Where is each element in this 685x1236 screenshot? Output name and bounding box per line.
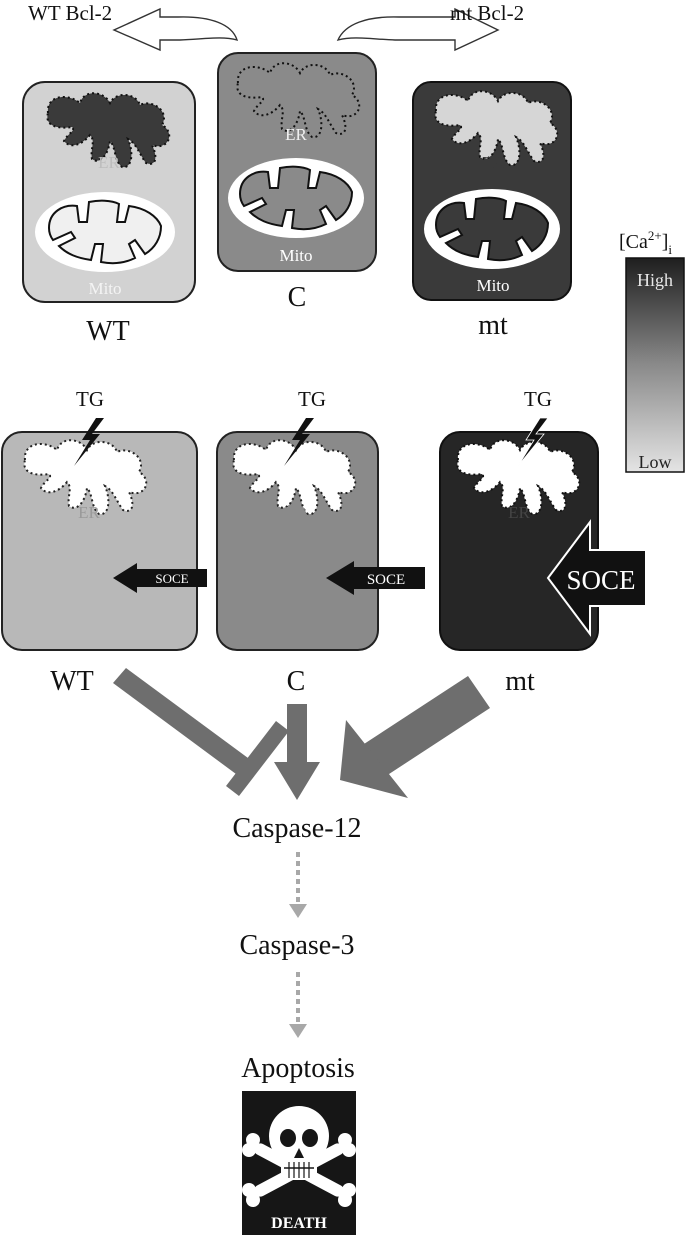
soce-arrow-medium bbox=[326, 561, 425, 595]
top-cell-c: ER Mito bbox=[217, 52, 377, 272]
er-label: ER bbox=[78, 503, 100, 522]
middle-cell-wt: ER SOCE bbox=[1, 418, 207, 651]
dotted-arrow-1 bbox=[289, 852, 307, 918]
caption-middle-c: C bbox=[287, 666, 306, 697]
tg-lightning-icon bbox=[517, 417, 549, 467]
scale-low-label: Low bbox=[639, 452, 672, 472]
middle-cell-mt: ER SOCE bbox=[439, 417, 647, 651]
skull-crossbones-icon: DEATH bbox=[242, 1091, 356, 1235]
caption-top-c: C bbox=[288, 282, 307, 313]
death-label: DEATH bbox=[271, 1215, 327, 1232]
er-label: ER bbox=[285, 125, 307, 144]
er-label: ER bbox=[285, 503, 307, 522]
caspase-12-label: Caspase-12 bbox=[232, 813, 361, 844]
mito-label: Mito bbox=[88, 279, 121, 298]
soce-label: SOCE bbox=[367, 572, 405, 588]
caption-top-wt: WT bbox=[86, 316, 130, 347]
tg-label: TG bbox=[298, 387, 326, 411]
scale-high-label: High bbox=[637, 270, 673, 290]
caption-top-mt: mt bbox=[478, 310, 508, 341]
soce-label: SOCE bbox=[155, 571, 188, 586]
apoptosis-label: Apoptosis bbox=[241, 1053, 355, 1084]
scale-title: [Ca2+]i bbox=[619, 228, 672, 257]
er-label: ER bbox=[508, 503, 530, 522]
top-cell-wt: ER Mito bbox=[22, 81, 196, 303]
mt-bcl2-label: mt Bcl-2 bbox=[450, 1, 524, 25]
tg-lightning-icon bbox=[284, 418, 314, 466]
calcium-scale: [Ca2+]i High Low bbox=[619, 228, 685, 473]
soce-arrow-large bbox=[546, 519, 647, 637]
tg-label: TG bbox=[524, 387, 552, 411]
dotted-arrow-2 bbox=[289, 972, 307, 1038]
wt-bcl2-label: WT Bcl-2 bbox=[28, 1, 112, 25]
soce-label: SOCE bbox=[566, 565, 635, 595]
top-cell-mt: ER Mito bbox=[412, 81, 572, 301]
tg-label: TG bbox=[76, 387, 104, 411]
scale-gradient-bar bbox=[625, 257, 685, 473]
mito-label: Mito bbox=[279, 246, 312, 265]
arrow-to-mt-bcl2 bbox=[336, 7, 500, 52]
middle-cell-c: ER SOCE bbox=[216, 418, 425, 651]
caption-middle-mt: mt bbox=[505, 666, 535, 697]
activation-arrow-c bbox=[274, 704, 320, 800]
caption-middle-wt: WT bbox=[50, 666, 94, 697]
caspase-3-label: Caspase-3 bbox=[239, 930, 354, 961]
er-label: ER bbox=[482, 153, 504, 172]
arrow-to-wt-bcl2 bbox=[112, 7, 239, 52]
activation-arrow-mt bbox=[340, 676, 490, 798]
tg-lightning-icon bbox=[74, 418, 104, 466]
inhibition-arrow-wt bbox=[113, 668, 289, 796]
er-label: ER bbox=[98, 153, 120, 172]
soce-arrow-small bbox=[113, 563, 207, 593]
mito-label: Mito bbox=[476, 276, 509, 295]
